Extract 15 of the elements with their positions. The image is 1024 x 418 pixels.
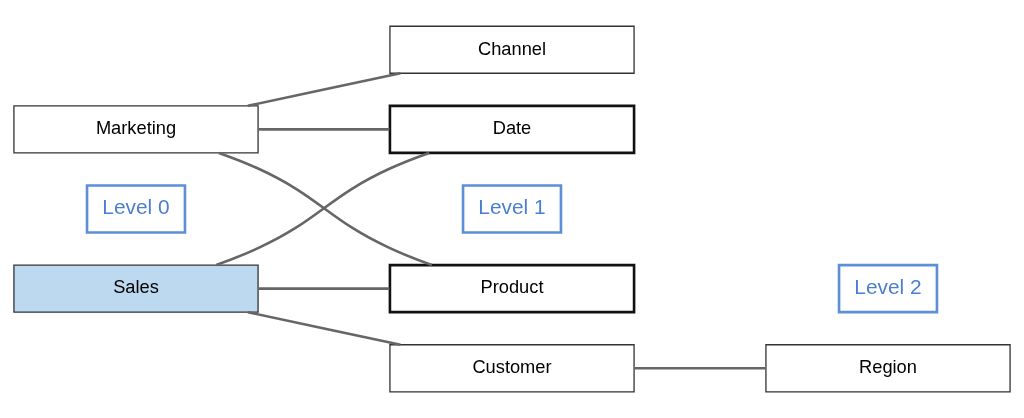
connector [634,366,766,370]
connector [247,71,401,108]
node-box: Region [765,344,1011,393]
node-box: Marketing [13,105,259,154]
node-box: Channel [389,25,635,74]
connector [258,128,390,131]
connector [258,287,390,290]
connector [247,310,401,347]
node-box: Product [388,263,636,314]
node-box: Level 0 [85,184,187,234]
node-box: Sales [13,264,259,313]
node-box: Customer [389,344,635,393]
node-box: Date [388,104,636,155]
node-box: Level 2 [837,263,939,314]
node-box: Level 1 [461,184,563,234]
